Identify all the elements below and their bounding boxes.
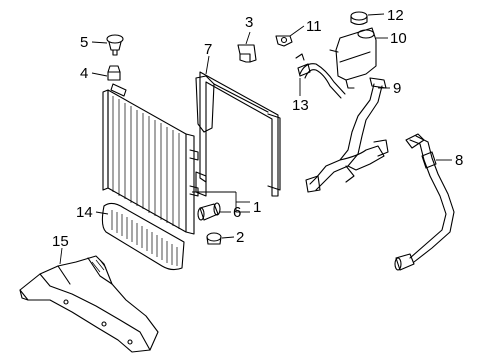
callout-5: 5 bbox=[80, 34, 88, 51]
air-duct bbox=[19, 255, 159, 353]
callout-14: 14 bbox=[76, 204, 93, 221]
grille bbox=[101, 202, 185, 271]
drain-plug bbox=[206, 232, 222, 245]
bleed-hose bbox=[295, 53, 346, 99]
callout-3: 3 bbox=[245, 14, 253, 31]
expansion-tank bbox=[329, 27, 377, 89]
fan-shroud bbox=[195, 71, 281, 197]
leader-lines bbox=[59, 13, 452, 265]
callout-1: 1 bbox=[253, 199, 261, 216]
tank-cap bbox=[350, 11, 368, 26]
callout-12: 12 bbox=[387, 7, 404, 24]
bolt bbox=[106, 34, 124, 56]
upper-hose bbox=[305, 77, 389, 193]
lower-hose bbox=[394, 133, 455, 271]
sensor bbox=[107, 65, 121, 81]
callout-7: 7 bbox=[204, 41, 212, 58]
callout-9: 9 bbox=[393, 80, 401, 97]
callout-8: 8 bbox=[455, 152, 463, 169]
radiator bbox=[102, 83, 199, 235]
callout-13: 13 bbox=[292, 97, 309, 114]
callout-15: 15 bbox=[52, 233, 69, 250]
hose-connector bbox=[197, 202, 221, 221]
callout-10: 10 bbox=[390, 30, 407, 47]
callout-2: 2 bbox=[236, 229, 244, 246]
bracket bbox=[237, 44, 257, 63]
callout-6: 6 bbox=[233, 204, 241, 221]
callout-labels: 1 2 3 4 5 6 7 8 9 10 11 12 13 14 15 bbox=[52, 7, 463, 250]
callout-4: 4 bbox=[80, 65, 88, 82]
callout-11: 11 bbox=[306, 18, 322, 35]
hose-clip bbox=[275, 35, 293, 47]
